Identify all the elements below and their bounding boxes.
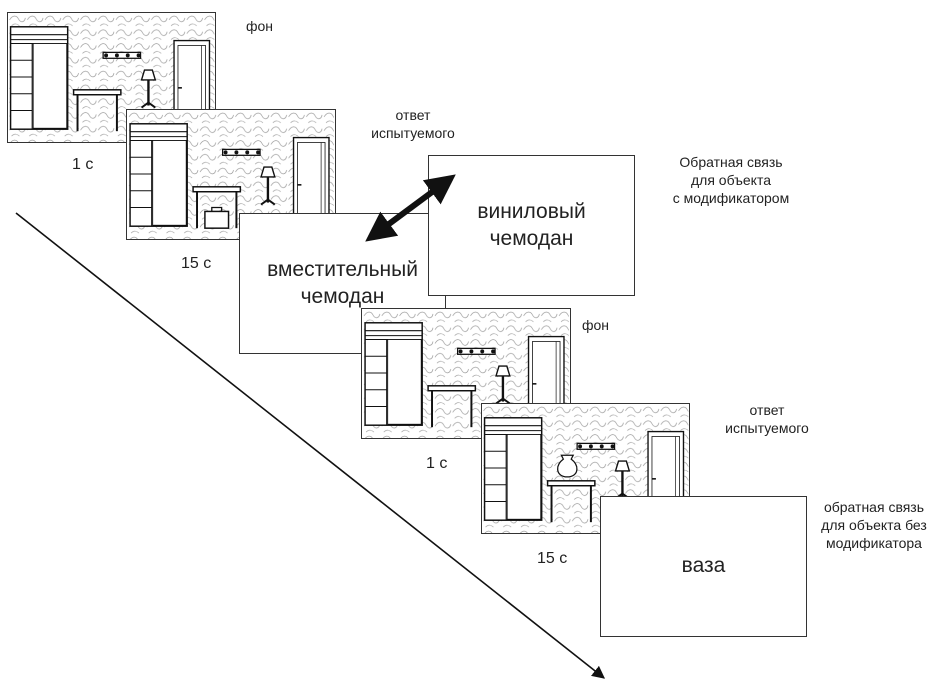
label-feedback-no-modifier: обратная связь для объекта без модификат… — [821, 499, 927, 552]
time-1: 1 с — [72, 156, 94, 173]
label-background-2: фон — [582, 317, 610, 333]
time-4: 15 с — [537, 550, 568, 567]
feedback-card-vinyl-suitcase: виниловый чемодан — [428, 155, 635, 296]
label-background-1: фон — [246, 18, 274, 34]
label-feedback-modifier: Обратная связь для объекта с модификатор… — [672, 154, 790, 207]
label-response-2: ответ испытуемого — [725, 402, 809, 437]
label-response-1: ответ испытуемого — [371, 107, 455, 142]
time-3: 1 с — [426, 455, 448, 472]
feedback-card-vase: ваза — [600, 496, 807, 637]
time-2: 15 с — [181, 255, 212, 272]
